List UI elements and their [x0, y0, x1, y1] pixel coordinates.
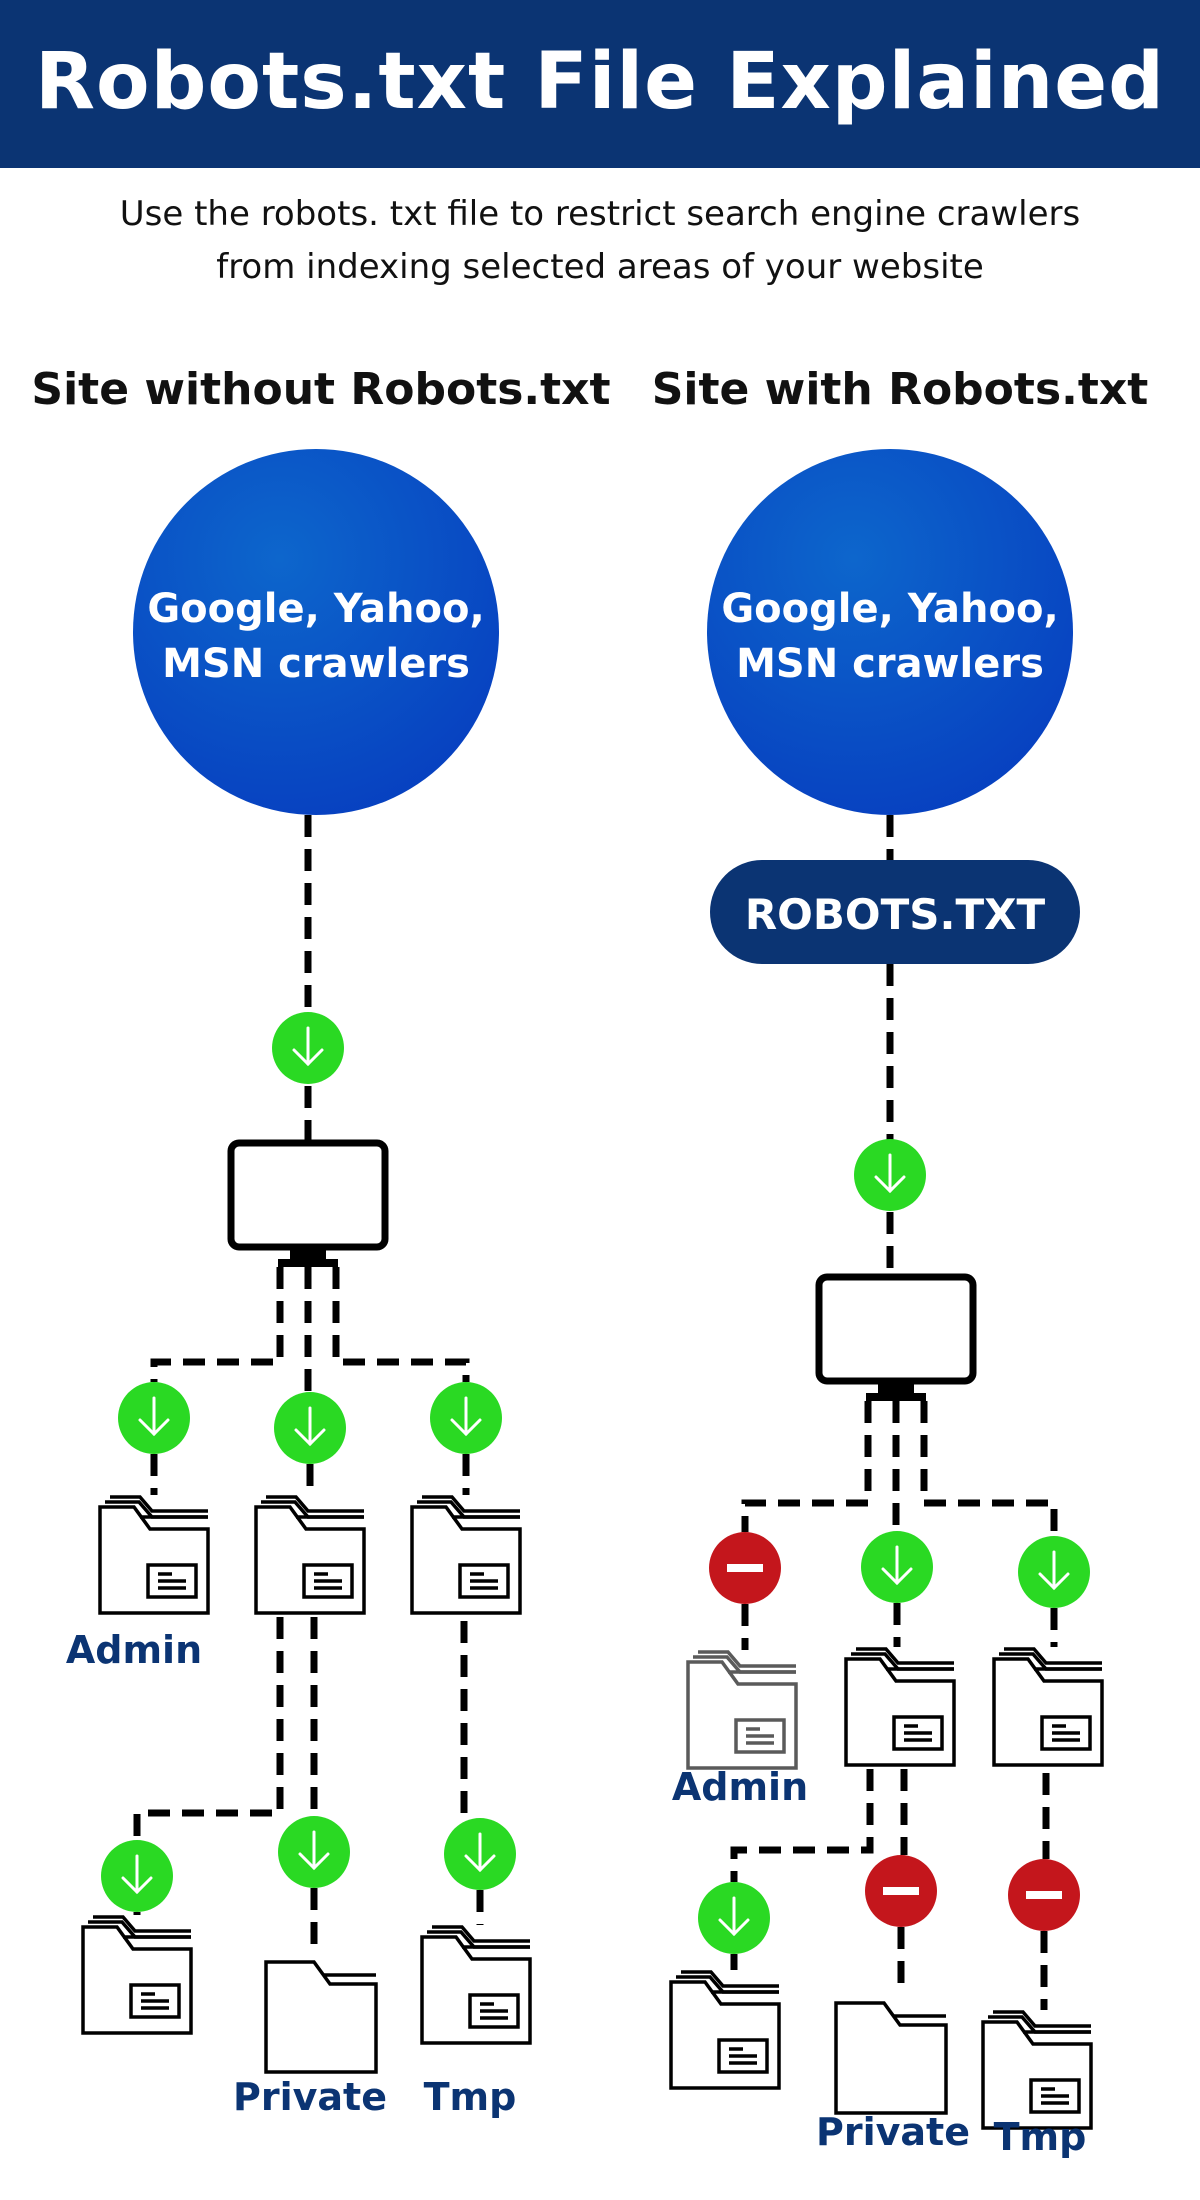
download-arrow-icon	[298, 1830, 330, 1871]
level2-allow-badge-1	[101, 1840, 173, 1912]
download-arrow-icon	[881, 1545, 913, 1586]
download-arrow-icon	[138, 1396, 170, 1437]
gate-allow-badge	[854, 1139, 926, 1211]
level2-allow-badge-1	[698, 1882, 770, 1954]
blocked-icon	[883, 1887, 919, 1895]
level2-branch-1	[133, 1617, 284, 1840]
download-arrow-icon	[874, 1153, 906, 1194]
crawler-label-line-2: MSN crawlers	[162, 641, 470, 687]
download-arrow-icon	[464, 1832, 496, 1873]
website-monitor-with	[815, 1273, 977, 1401]
crawler-circle-without	[133, 449, 499, 815]
document-card	[468, 1993, 520, 2029]
level2-folder-1-with-docs-icon	[81, 1915, 193, 2035]
level2-block-badge-2	[865, 1855, 937, 1927]
folder-label-tmp: Tmp	[424, 2075, 517, 2119]
monitor-base	[866, 1393, 926, 1401]
level1-folder-2-with-docs-icon	[254, 1495, 366, 1615]
crawler-label-line-1: Google, Yahoo,	[721, 586, 1058, 632]
level2-allow-badge-3	[444, 1818, 516, 1890]
crawler-label-line-2: MSN crawlers	[736, 641, 1044, 687]
monitor-stand	[878, 1381, 914, 1395]
level2-folder-3-with-docs-icon	[420, 1925, 532, 2045]
level2-block-badge-3	[1008, 1859, 1080, 1931]
download-arrow-icon	[1038, 1550, 1070, 1591]
level1-block-badge-1	[709, 1532, 781, 1604]
folder-label-private: Private	[816, 2110, 970, 2154]
level1-allow-badge-1	[118, 1382, 190, 1454]
download-arrow-icon	[294, 1406, 326, 1447]
subtitle-line-1: Use the robots. txt file to restrict sea…	[119, 194, 1081, 234]
branch-line-1	[150, 1267, 284, 1382]
robots-txt-label: ROBOTS.TXT	[745, 890, 1046, 939]
column-title-without: Site without Robots.txt	[31, 364, 611, 415]
level2-folder-1-with-docs-icon	[669, 1970, 781, 2090]
document-card	[1029, 2078, 1081, 2114]
monitor-base	[278, 1259, 338, 1267]
blocked-icon	[727, 1564, 763, 1572]
folder-label-admin: Admin	[66, 1628, 202, 1672]
gate-allow-badge	[272, 1012, 344, 1084]
robots-txt-pill	[710, 860, 1080, 964]
document-card	[892, 1715, 944, 1751]
level2-allow-badge-2	[278, 1816, 350, 1888]
blocked-icon	[1026, 1891, 1062, 1899]
column-title-with: Site with Robots.txt	[651, 364, 1149, 415]
subtitle-line-2: from indexing selected areas of your web…	[216, 247, 984, 287]
page-title: Robots.txt File Explained	[34, 37, 1166, 127]
level1-folder-1-with-docs-icon	[686, 1650, 798, 1770]
document-card	[129, 1983, 181, 2019]
monitor-screen	[815, 1273, 977, 1385]
level1-folder-2-with-docs-icon	[844, 1647, 956, 1767]
level1-allow-badge-3	[430, 1382, 502, 1454]
header-banner: Robots.txt File Explained	[0, 0, 1200, 168]
folder-label-tmp: Tmp	[994, 2115, 1087, 2159]
branch-line-3	[920, 1401, 1058, 1536]
folder-label-private: Private	[233, 2075, 387, 2119]
level1-folder-1-with-docs-icon	[98, 1495, 210, 1615]
level1-allow-badge-3	[1018, 1536, 1090, 1608]
website-monitor-without	[227, 1139, 389, 1267]
download-arrow-icon	[121, 1854, 153, 1895]
level2-branch-1	[730, 1769, 874, 1882]
download-arrow-icon	[718, 1896, 750, 1937]
level1-allow-badge-2	[274, 1392, 346, 1464]
level2-folder-3-with-docs-icon	[981, 2010, 1093, 2130]
crawler-circle-with	[707, 449, 1073, 815]
folder-label-admin: Admin	[672, 1765, 808, 1809]
monitor-screen	[227, 1139, 389, 1251]
branch-line-1	[741, 1401, 872, 1532]
download-arrow-icon	[292, 1026, 324, 1067]
level1-allow-badge-2	[861, 1531, 933, 1603]
monitor-stand	[290, 1247, 326, 1261]
level2-folder-2-empty-icon	[264, 1960, 378, 2074]
crawler-label-line-1: Google, Yahoo,	[147, 586, 484, 632]
download-arrow-icon	[450, 1396, 482, 1437]
level1-folder-3-with-docs-icon	[410, 1495, 522, 1615]
branch-line-3	[332, 1267, 470, 1382]
level2-folder-2-empty-icon	[834, 2001, 948, 2115]
subtitle: Use the robots. txt file to restrict sea…	[0, 188, 1200, 294]
level1-folder-3-with-docs-icon	[992, 1647, 1104, 1767]
